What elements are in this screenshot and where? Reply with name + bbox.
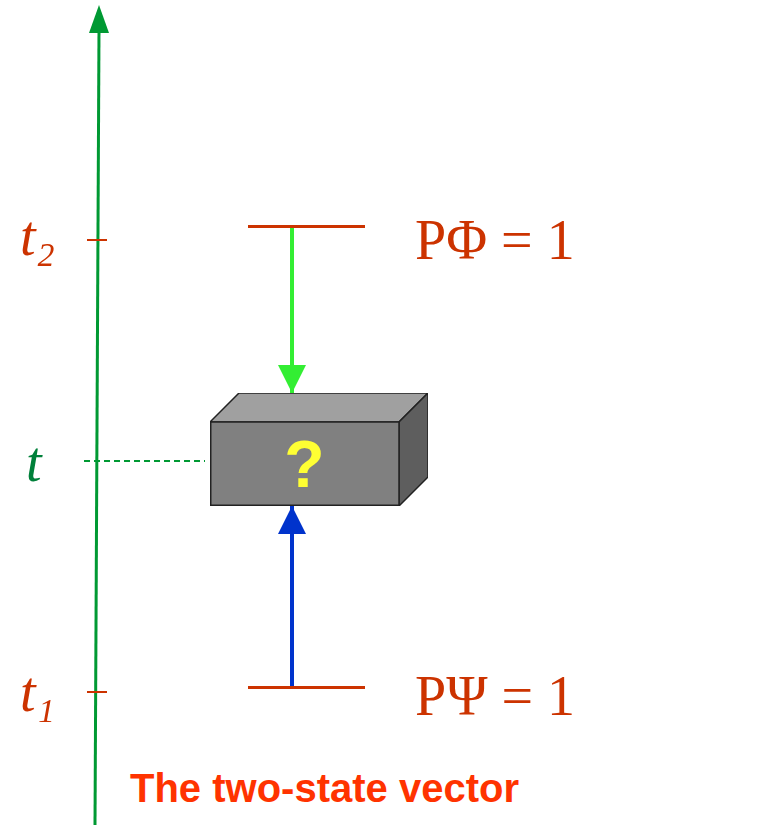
time-axis bbox=[95, 30, 99, 825]
state-arrow bbox=[290, 228, 294, 393]
time-label: t₁ bbox=[20, 664, 55, 720]
box-top-face bbox=[210, 393, 428, 422]
projector-label: PΦ = 1 bbox=[415, 212, 575, 268]
state-bar: PΨ = 1 bbox=[248, 650, 584, 730]
state-arrow bbox=[290, 506, 294, 686]
box-front-face bbox=[211, 422, 399, 505]
state-line bbox=[248, 686, 365, 689]
state-line bbox=[248, 225, 365, 228]
time-label: t bbox=[26, 434, 42, 490]
axis-tick bbox=[87, 239, 107, 241]
time-dashed-line bbox=[84, 460, 205, 462]
box-side-face bbox=[399, 393, 428, 506]
state-bar: PΦ = 1 bbox=[248, 200, 583, 274]
box-face-area: ? bbox=[210, 422, 399, 506]
time-label: t₂ bbox=[20, 208, 55, 264]
projector-label: PΨ = 1 bbox=[415, 668, 575, 724]
hidden-box: ? bbox=[210, 393, 428, 506]
axis-arrowhead bbox=[89, 5, 109, 33]
question-mark: ? bbox=[284, 431, 324, 497]
diagram-title: The two-state vector bbox=[130, 768, 519, 808]
axis-tick bbox=[87, 691, 107, 693]
